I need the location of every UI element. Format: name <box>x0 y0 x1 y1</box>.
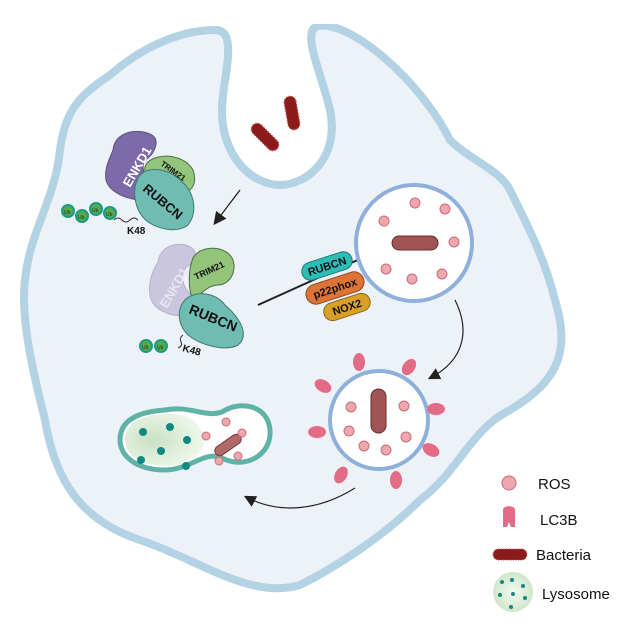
bacterium <box>391 235 439 251</box>
p22phox-pill <box>305 271 365 305</box>
ros-icon <box>501 475 517 491</box>
bacterium <box>283 95 301 131</box>
legend-label: LC3B <box>540 512 578 529</box>
lc3-phagosome <box>308 353 445 489</box>
ub-chain: Ub Ub <box>139 339 168 353</box>
legend-label: Lysosome <box>542 586 610 603</box>
enkd1-faded-shape <box>149 243 196 317</box>
ros-particles <box>343 400 412 456</box>
arrow <box>243 487 356 509</box>
k48-label: K48 <box>127 226 146 237</box>
trim21-shape <box>188 247 235 301</box>
ub-label: Ub <box>92 208 99 214</box>
lc3b-proteins <box>308 353 445 489</box>
arrow <box>427 299 464 380</box>
arrow <box>213 189 241 226</box>
ub-label: Ub <box>106 212 113 218</box>
legend-label: ROS <box>538 476 571 493</box>
bacterium <box>370 388 387 434</box>
rubcn-pill <box>301 251 353 281</box>
hydrolases <box>137 423 191 470</box>
ub-label: Ub <box>78 215 85 221</box>
rubcn-shape <box>134 169 195 231</box>
complex-bottom: ENKD1 TRIM21 RUBCN K48 Ub Ub <box>139 243 244 359</box>
legend-item-bacteria: Bacteria <box>492 547 592 564</box>
ros-particles <box>378 197 460 285</box>
ub-chain: Ub Ub Ub Ub <box>61 202 117 223</box>
legend-item-lc3b: LC3B <box>503 506 578 529</box>
ub-label: Ub <box>157 345 164 351</box>
rubcn-shape <box>178 293 244 349</box>
legend-label: Bacteria <box>536 547 592 564</box>
legend-item-ros: ROS <box>501 475 571 493</box>
phagolysosome <box>117 403 273 473</box>
bacterium <box>250 122 280 152</box>
ub-label: Ub <box>64 210 71 216</box>
complex-top: ENKD1 TRIM21 RUBCN K48 Ub Ub Ub Ub <box>61 130 195 237</box>
k48-label: K48 <box>181 343 202 358</box>
nox2-pill <box>323 292 371 322</box>
legend-item-lysosome: Lysosome <box>493 572 610 612</box>
ros-particles <box>201 417 247 466</box>
ub-label: Ub <box>142 345 149 351</box>
bacteria-icon <box>492 548 528 561</box>
phagocytic-cup <box>215 26 332 185</box>
phagosome <box>354 183 474 303</box>
lc3b-icon <box>503 506 515 527</box>
legend: ROS LC3B Bacteria Lysosome <box>492 475 610 612</box>
